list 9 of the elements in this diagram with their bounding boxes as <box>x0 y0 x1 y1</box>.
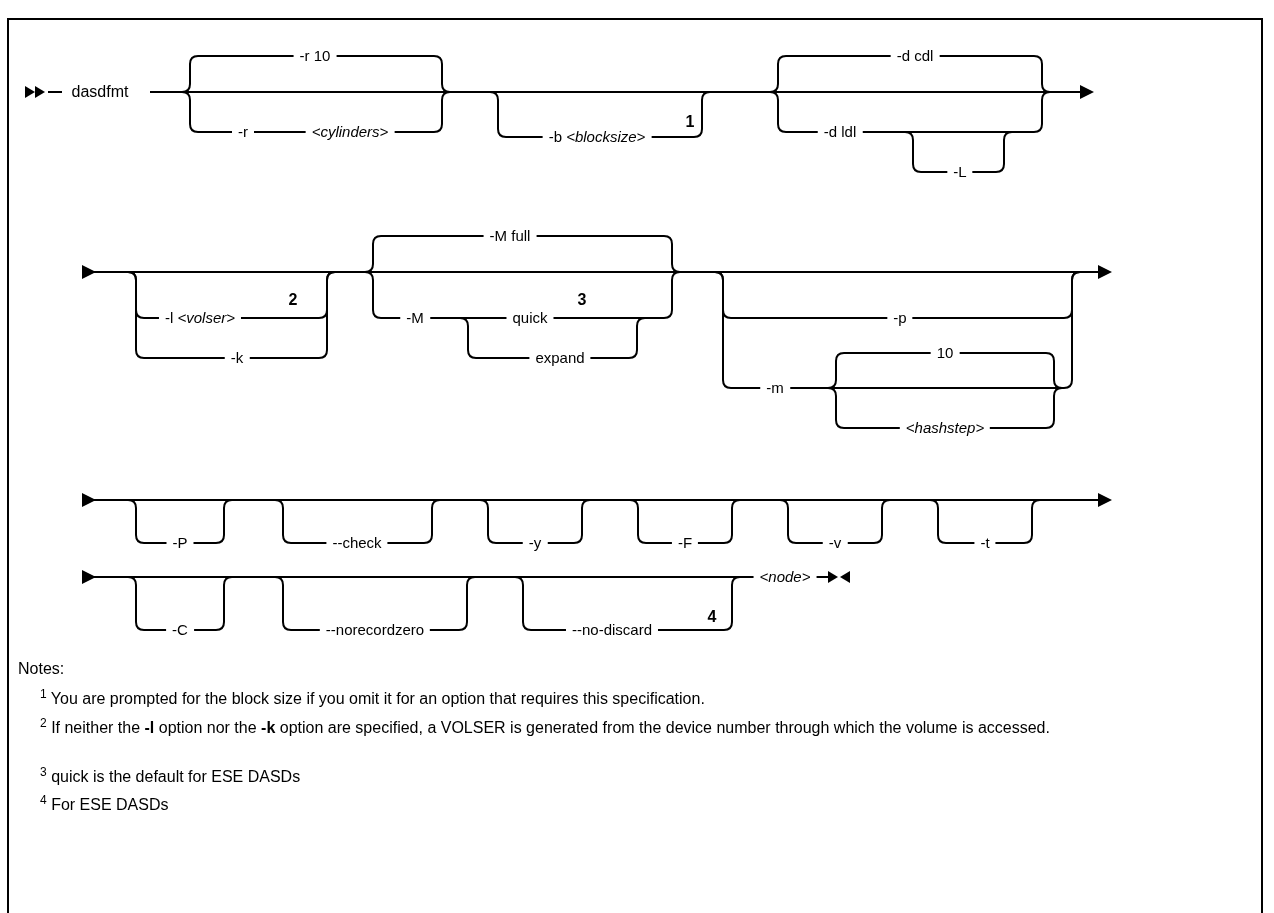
option-label: quick <box>506 309 554 327</box>
note-text: $^{4}$ For ESE DASDs <box>40 794 170 815</box>
option-label: expand <box>529 349 591 367</box>
parameter-label: <cylinders> <box>305 123 395 141</box>
parameter-label: <hashstep> <box>899 419 991 437</box>
notes-heading: Notes: <box>18 659 66 679</box>
note-text: $^{3}$ quick is the default for ESE DASDs <box>40 766 302 787</box>
note-text: $^{1}$ You are prompted for the block size if you omit it for an option that requires this specification. <box>40 688 706 709</box>
note-text: $^{2}$ If neither the -l option nor the -k option are specified, a VOLSER is generated from the device number through which the volume is accessed. <box>40 717 1051 738</box>
